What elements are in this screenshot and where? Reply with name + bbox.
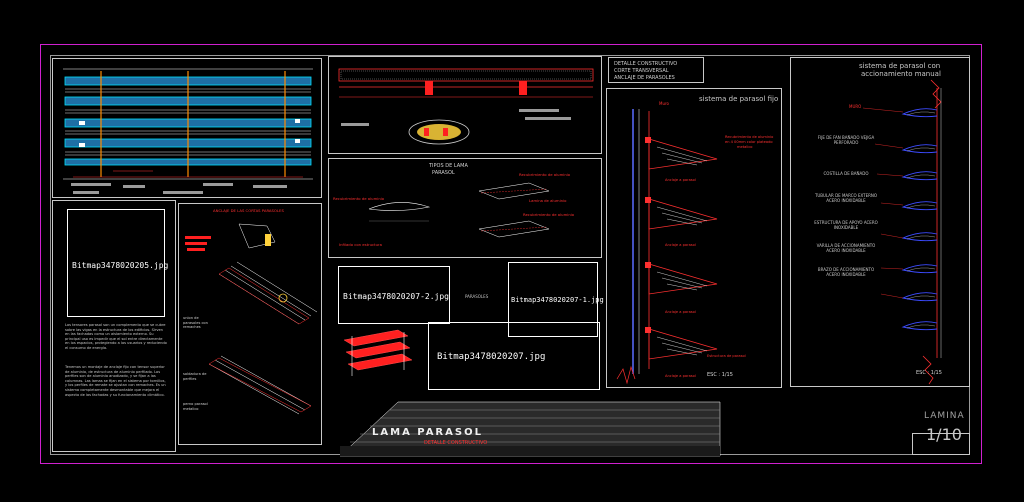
section-panel	[328, 56, 602, 154]
fijo-muro-label: Muro	[659, 101, 669, 106]
fijo-label-r1a: Recubrimiento de aluminio	[725, 135, 774, 139]
anclaje-label-a: union de parasoles con remaches	[183, 316, 208, 330]
manual-label-costilla: COSTILLA DE BAÑADO	[823, 171, 869, 176]
elevation-panel	[52, 58, 322, 198]
manual-title-2: accionamiento manual	[861, 70, 941, 78]
sheet-outer-frame	[40, 44, 982, 464]
tipos-label-b: Recubrimiento de aluminio	[519, 172, 571, 177]
tipos-line-1: TIPOS DE LAMA	[429, 163, 468, 169]
parasol-manual-drawing	[862, 79, 942, 385]
tipos-line-2: PARASOL	[432, 170, 455, 176]
fijo-title: sistema de parasol fijo	[699, 95, 779, 103]
bitmap-b-label: Bitmap3478020207-2.jpg	[343, 292, 449, 301]
sheet-number: 1/10	[926, 425, 962, 444]
manual-label-varilla: VARILLA DE ACCIONAMIENTO ACERO INOXIDABL…	[816, 243, 876, 253]
anclaje-panel: ANCLAJE DE LAS CORTAS PARASOLES union de…	[178, 203, 322, 445]
fijo-label-s2: Anclaje a parasol	[665, 243, 696, 247]
manual-label-muro: MURO	[849, 104, 862, 109]
fijo-label-s1: Anclaje a parasol	[665, 178, 696, 182]
manual-title-1: sistema de parasol con	[859, 62, 941, 70]
bitmap-a-label: Bitmap3478020205.jpg	[72, 261, 169, 270]
anclaje-label: ANCLAJE DE LAS CORTAS PARASOLES	[213, 208, 284, 213]
bitmap-frame-d: Bitmap3478020207.jpg	[428, 322, 600, 390]
tipos-drawing	[368, 182, 550, 238]
title-subtitle: DETALLE CONSTRUCTIVO	[424, 440, 488, 446]
detalle-line-1: DETALLE CONSTRUCTIVO	[614, 61, 678, 67]
anclaje-drawing	[185, 223, 318, 415]
parasol-manual-panel: sistema de parasol con accionamiento man…	[790, 57, 970, 387]
title-block-band	[339, 401, 721, 457]
manual-scale: ESC : 1/15	[916, 370, 942, 376]
parasol-fijo-drawing	[616, 109, 718, 385]
tipos-label-e: Infilado con estructura	[339, 242, 382, 247]
detalle-line-3: ANCLAJE DE PARASOLES	[614, 75, 675, 81]
bitmap-d-label: Bitmap3478020207.jpg	[437, 352, 546, 362]
manual-label-estructura: ESTRUCTURA DE APOYO ACERO INOXIDABLE	[814, 220, 878, 230]
detalle-header-box: DETALLE CONSTRUCTIVO CORTE TRANSVERSAL A…	[608, 57, 704, 83]
left-paragraph-1: Los tensores parasol son un complemento …	[65, 323, 167, 350]
sheet-number-box	[912, 433, 970, 455]
fijo-label-r1c: metalico	[737, 145, 753, 149]
lamella-iso-drawing	[343, 329, 413, 376]
sheet-label: LAMINA	[924, 411, 965, 421]
tipos-label-a: Recubrimiento de aluminio	[333, 196, 385, 201]
tipos-center-label: PARASOLES	[465, 294, 489, 299]
fijo-label-s3: Anclaje a parasol	[665, 310, 696, 314]
anclaje-label-c: perno parasol metalico	[183, 402, 208, 411]
detalle-line-2: CORTE TRANSVERSAL	[614, 68, 669, 74]
fijo-label-r1b: en 4 00mm color plateado	[725, 140, 773, 144]
left-paragraph-2: Tenemos un montaje de anclaje fijo con t…	[65, 365, 166, 397]
bitmap-frame-b: Bitmap3478020207-2.jpg	[338, 266, 450, 324]
tipos-lama-panel: TIPOS DE LAMA PARASOL Recubrimiento de a…	[328, 158, 602, 258]
manual-label-tubular: TUBULAR DE MARCO EXTERNO ACERO INOXIDABL…	[814, 193, 878, 203]
title-main: LAMA PARASOL	[372, 427, 483, 438]
fijo-label-estructura: Estructura de parasol	[707, 354, 746, 358]
anclaje-label-b: soldadura de perfiles	[183, 372, 207, 381]
bitmap-frame-a: Bitmap3478020205.jpg	[67, 209, 169, 317]
fijo-label-s4: Anclaje a parasol	[665, 374, 696, 378]
parasol-fijo-panel: sistema de parasol fijo Muro Recubrimien…	[606, 88, 782, 388]
section-drawing	[338, 68, 594, 145]
left-text-panel: Bitmap3478020205.jpg Los tensores paraso…	[52, 200, 176, 452]
elevation-drawing	[63, 68, 313, 194]
tipos-label-c: Recubrimiento de aluminio	[523, 212, 575, 217]
fijo-scale: ESC : 1/15	[707, 372, 733, 378]
tipos-label-d: Lamina de aluminio	[529, 198, 567, 203]
manual-label-brazo: BRAZO DE ACCIONAMIENTO ACERO INOXIDABLE	[817, 267, 875, 277]
bitmap-c-label: Bitmap3478020207-1.jpg	[511, 296, 604, 304]
bitmap-frame-c: Bitmap3478020207-1.jpg	[508, 262, 604, 337]
manual-label-fije: FIJE DE FAN BAÑADO VEJIGA PERFORADO	[817, 135, 875, 145]
